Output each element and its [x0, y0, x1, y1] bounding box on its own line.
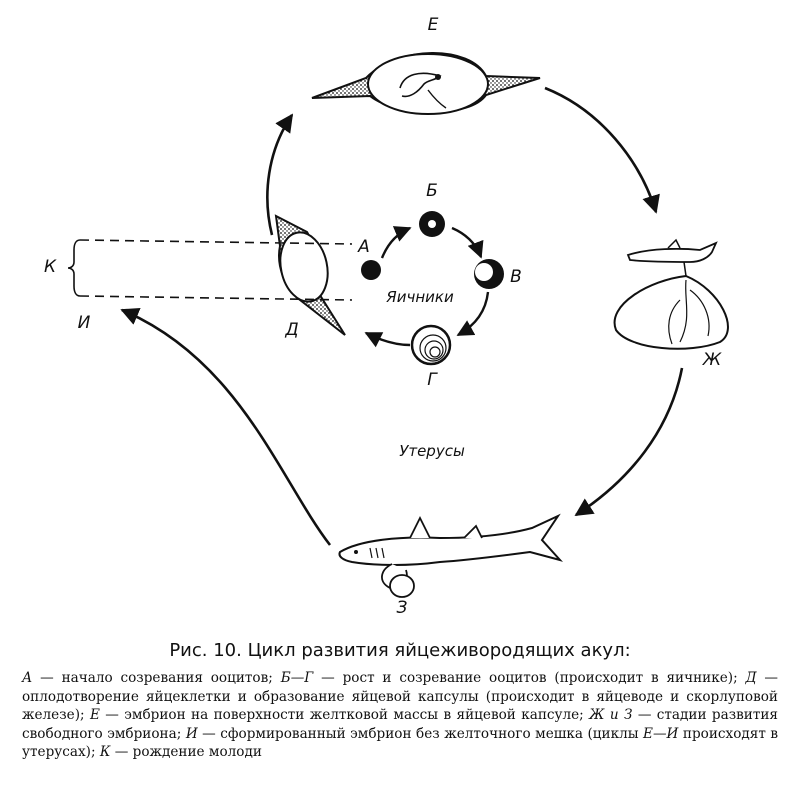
label-G: Г	[427, 370, 438, 390]
figure-caption-title: Рис. 10. Цикл развития яйцеживородящих а…	[169, 640, 631, 661]
label-ovary: Яичники	[385, 288, 454, 306]
oocyte-G	[410, 324, 452, 366]
caption-key: Е	[89, 707, 100, 723]
oocyte-V	[474, 259, 504, 289]
label-E: Е	[428, 15, 439, 35]
arrow-B-to-V	[451, 226, 484, 259]
egg-capsule-D	[274, 214, 346, 336]
label-V: В	[510, 267, 522, 287]
caption-text: происходят в утерусах);	[22, 725, 778, 761]
label-B: Б	[426, 181, 438, 201]
caption-text: — начало созревания ооцитов;	[32, 670, 281, 686]
embryo-on-yolk-Zh	[613, 238, 729, 350]
shark-cycle-diagram: Е Б А В Г Д Ж З И К Яичники Утерусы	[44, 15, 729, 618]
label-Zh: Ж	[702, 350, 722, 370]
label-Z: З	[397, 598, 408, 618]
label-D: Д	[284, 320, 298, 340]
arrow-V-to-G	[456, 291, 490, 337]
caption-key: Б—Г	[280, 670, 314, 686]
arrow-Z-to-I	[120, 308, 332, 546]
arrow-E-to-Zh	[544, 86, 660, 214]
caption-text: — сформированный эмбрион без желточного …	[197, 725, 644, 742]
label-uterus: Утерусы	[399, 442, 465, 460]
caption-key: И	[185, 725, 198, 742]
caption-key: Д	[745, 670, 757, 686]
caption-text: — рост и созревание ооцитов (происходит …	[313, 670, 746, 686]
caption-key: Е—И	[643, 725, 679, 742]
caption-text: — рождение молоди	[110, 744, 262, 760]
label-K: К	[44, 257, 57, 277]
caption-text: — стадии развития свободного эмбриона;	[22, 707, 779, 742]
arrow-Zh-to-Z	[574, 367, 684, 517]
free-embryo-Z	[338, 513, 563, 598]
arrow-A-to-B	[380, 226, 412, 259]
caption-text: — эмбрион на поверхности желтковой массы…	[99, 707, 590, 723]
caption-text: — оплодотворение яйцеклетки и образовани…	[22, 670, 778, 723]
caption-key: А	[22, 670, 33, 686]
figure-caption-legend: А — начало созревания ооцитов; Б—Г — рос…	[22, 669, 778, 762]
arrow-G-to-D	[364, 331, 411, 348]
oocyte-B	[419, 211, 445, 237]
caption-key: Ж и З	[589, 707, 633, 723]
label-A: А	[357, 237, 370, 257]
label-I: И	[78, 313, 91, 333]
egg-capsule-E	[311, 52, 541, 115]
caption-key: К	[99, 744, 111, 760]
arrow-D-to-E	[266, 113, 294, 236]
birth-channel	[67, 239, 353, 301]
oocyte-A	[361, 260, 381, 280]
